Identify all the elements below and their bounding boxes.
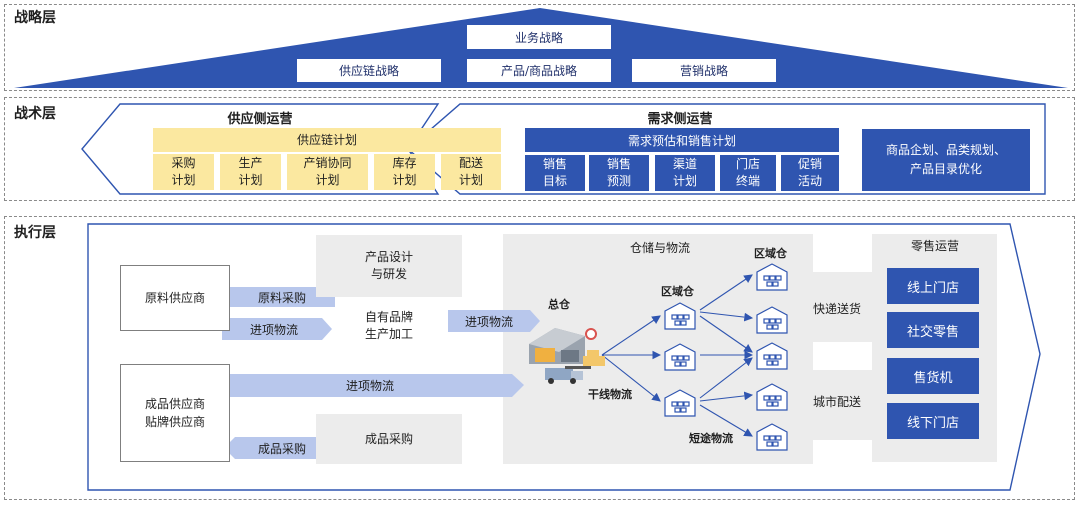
demand-side-title: 需求侧运营 xyxy=(647,111,713,127)
execution-tier xyxy=(4,216,1075,500)
finished-purchase-box: 成品采购 xyxy=(316,414,462,464)
inventory-plan-box: 库存 计划 xyxy=(374,154,435,190)
raw-material-supplier-box: 原料供应商 xyxy=(120,265,230,331)
strategy-tier xyxy=(4,4,1075,91)
production-plan-box: 生产 计划 xyxy=(220,154,281,190)
main-warehouse-label: 总仓 xyxy=(548,298,570,311)
vending-machine-box: 售货机 xyxy=(887,358,979,394)
retail-operations-title: 零售运营 xyxy=(910,238,959,253)
sales-forecast-box: 销售 预测 xyxy=(589,155,649,191)
regional-warehouse-label-2: 区域仓 xyxy=(754,247,787,260)
short-haul-logistics-label: 短途物流 xyxy=(689,432,733,445)
inbound-logistics-label-2: 进项物流 xyxy=(464,314,513,329)
demand-plan-box: 需求预估和销售计划 xyxy=(525,128,839,152)
supply-chain-strategy-box: 供应链战略 xyxy=(296,58,442,83)
execution-tier-label: 执行层 xyxy=(14,225,56,241)
raw-purchase-arrow-label: 原料采购 xyxy=(257,290,306,305)
supply-side-title: 供应侧运营 xyxy=(227,111,293,127)
channel-plan-box: 渠道 计划 xyxy=(655,155,715,191)
inbound-logistics-label-3: 进项物流 xyxy=(345,378,394,393)
promotion-box: 促销 活动 xyxy=(781,155,839,191)
supply-chain-plan-box: 供应链计划 xyxy=(153,128,501,152)
own-brand-production-box: 自有品牌 生产加工 xyxy=(364,310,413,341)
store-terminal-box: 门店 终端 xyxy=(720,155,776,191)
distribution-plan-box: 配送 计划 xyxy=(441,154,501,190)
online-store-box: 线上门店 xyxy=(887,268,979,304)
regional-warehouse-label-1: 区域仓 xyxy=(661,285,694,298)
procurement-plan-box: 采购 计划 xyxy=(153,154,214,190)
tactics-tier-label: 战术层 xyxy=(14,106,56,122)
finished-purchase-arrow-label: 成品采购 xyxy=(257,441,306,456)
express-delivery-label: 快递送货 xyxy=(813,302,862,316)
product-planning-box: 商品企划、品类规划、 产品目录优化 xyxy=(862,129,1030,191)
tactics-tier xyxy=(4,97,1075,201)
finished-goods-supplier-box: 成品供应商 贴牌供应商 xyxy=(120,364,230,462)
warehouse-logistics-title: 仓储与物流 xyxy=(629,240,690,255)
business-strategy-box: 业务战略 xyxy=(466,24,612,50)
offline-store-box: 线下门店 xyxy=(887,403,979,439)
trunk-logistics-label: 干线物流 xyxy=(588,388,632,401)
marketing-strategy-box: 营销战略 xyxy=(631,58,777,83)
social-retail-box: 社交零售 xyxy=(887,312,979,348)
sop-plan-box: 产销协同 计划 xyxy=(287,154,368,190)
city-delivery-label: 城市配送 xyxy=(813,395,862,409)
product-strategy-box: 产品/商品战略 xyxy=(466,58,612,83)
sales-target-box: 销售 目标 xyxy=(525,155,585,191)
product-design-box: 产品设计 与研发 xyxy=(316,235,462,297)
inbound-logistics-label-1: 进项物流 xyxy=(249,322,298,337)
strategy-tier-label: 战略层 xyxy=(14,10,56,26)
